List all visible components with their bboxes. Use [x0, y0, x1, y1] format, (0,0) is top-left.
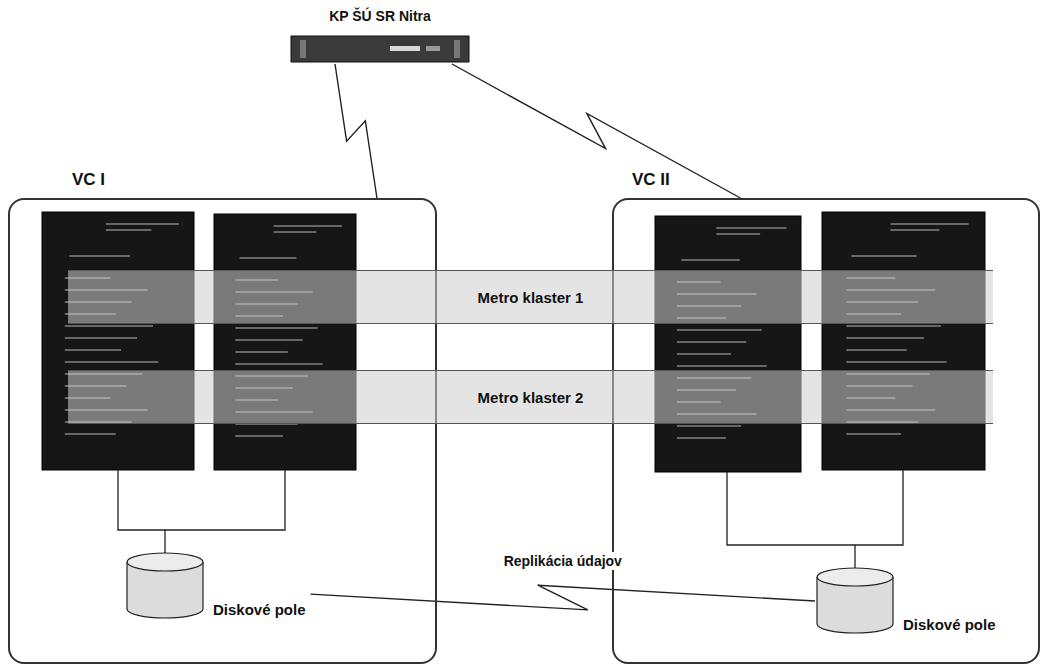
rack-mark — [716, 227, 786, 228]
node-label: Metro klaster 2 — [472, 389, 590, 406]
disk-cylinder — [815, 567, 895, 635]
rack-mark — [106, 229, 152, 230]
disk-array: Diskové pole — [125, 552, 311, 620]
link-bolt — [335, 64, 377, 198]
rack-mark — [65, 325, 153, 326]
site-box: VC IIDiskové pole — [612, 198, 1040, 664]
server-chassis — [290, 34, 470, 64]
server-rack — [822, 212, 985, 470]
rack-mark — [846, 433, 901, 434]
rack-mark — [846, 361, 946, 362]
rack-mark — [69, 255, 130, 256]
rack-mark — [681, 259, 739, 260]
server-rack — [214, 214, 356, 470]
rack-mark — [890, 223, 968, 224]
site-box: VC IDiskové pole — [8, 198, 437, 664]
link-label: Replikácia údajov — [500, 552, 626, 570]
rack-mark — [235, 339, 302, 340]
rack-mark — [274, 231, 317, 232]
chassis-handle — [300, 40, 306, 58]
node-label: Diskové pole — [213, 601, 311, 620]
rack-mark — [65, 349, 121, 350]
rack-mark — [890, 229, 939, 230]
node-label: KP ŠÚ SR Nitra — [290, 8, 470, 24]
rack-mark — [106, 223, 179, 224]
rack-mark — [274, 225, 342, 226]
rack-mark — [235, 363, 322, 364]
wire-group — [118, 470, 903, 572]
rack-mark — [677, 341, 746, 342]
cluster-band: Metro klaster 1 — [68, 270, 993, 324]
node-label: VC I — [72, 170, 105, 190]
rack-mark — [677, 425, 741, 426]
server-unit: KP ŠÚ SR Nitra — [290, 8, 470, 64]
chassis-panel — [390, 46, 420, 51]
rack-mark — [716, 233, 760, 234]
cylinder-top — [817, 568, 893, 586]
rack-group — [42, 212, 985, 472]
cluster-band: Metro klaster 2 — [68, 370, 993, 424]
rack-mark — [846, 349, 906, 350]
rack-mark — [846, 337, 923, 338]
disk-array: Diskové pole — [815, 567, 1001, 635]
rack-mark — [65, 361, 158, 362]
rack-mark — [235, 351, 288, 352]
chassis-handle — [454, 40, 460, 58]
node-label: Metro klaster 1 — [472, 289, 590, 306]
storage-wire — [727, 470, 903, 545]
rack-mark — [65, 337, 137, 338]
link-bolt — [311, 585, 815, 610]
disk-cylinder — [125, 552, 205, 620]
cylinder-top — [127, 553, 203, 571]
rack-mark — [677, 329, 762, 330]
node-label: Diskové pole — [903, 616, 1001, 635]
rack-mark — [846, 325, 941, 326]
rack-mark — [677, 365, 767, 366]
server-rack — [42, 212, 194, 470]
link-bolt — [452, 64, 740, 198]
rack-mark — [677, 353, 731, 354]
server-rack — [655, 216, 801, 472]
rack-mark — [235, 327, 317, 328]
rack-mark — [851, 255, 916, 256]
rack-mark — [235, 435, 283, 436]
rack-mark — [677, 437, 726, 438]
storage-wire — [118, 470, 285, 530]
chassis-front — [291, 36, 469, 62]
chassis-panel — [426, 46, 440, 51]
rack-mark — [65, 433, 116, 434]
rack-mark — [240, 257, 297, 258]
node-label: VC II — [632, 170, 670, 190]
